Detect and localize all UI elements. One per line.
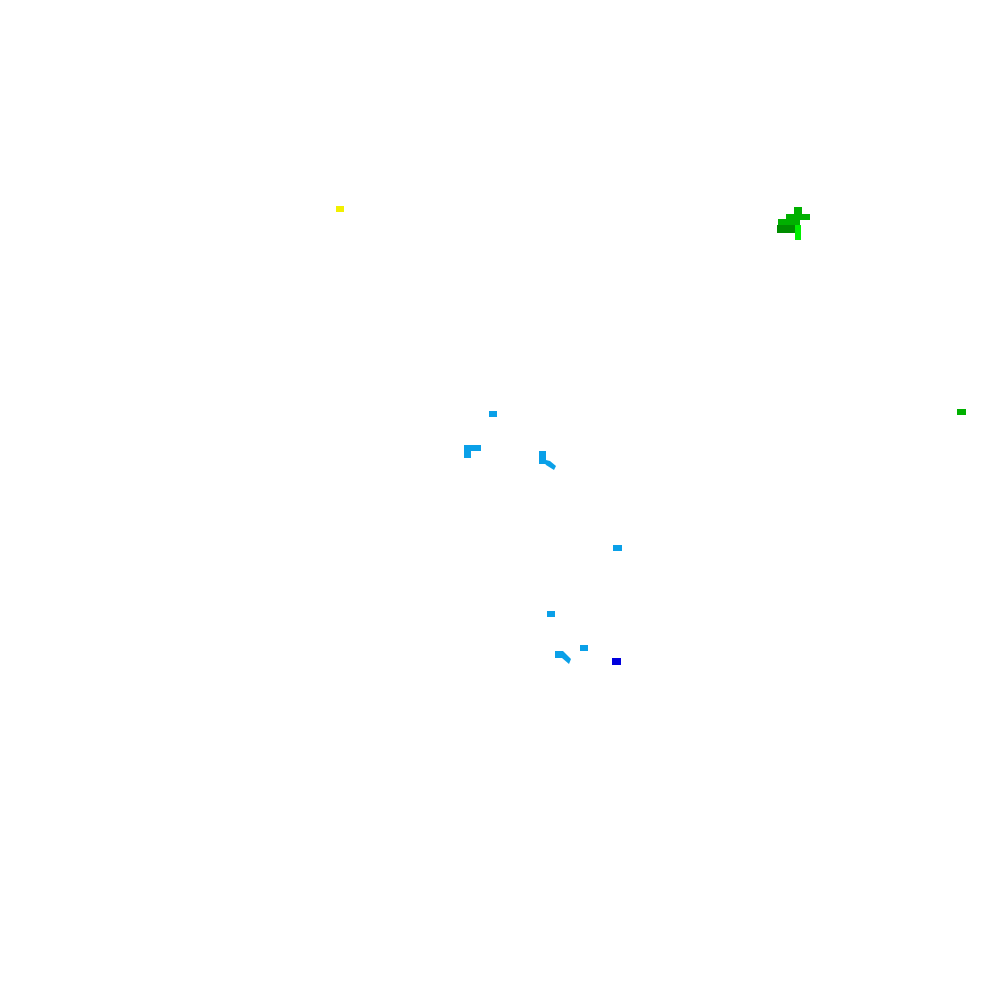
dark-blue-pixel <box>612 658 621 665</box>
blue-pixel <box>613 545 622 551</box>
blue-pixel <box>464 445 481 451</box>
yellow-pixel-group <box>336 206 344 212</box>
yellow-pixel <box>336 206 344 212</box>
dark-blue-pixel-group <box>612 658 621 665</box>
blue-pixel <box>464 450 471 458</box>
green-pixel-cluster <box>777 207 966 415</box>
green-pixel <box>786 214 810 220</box>
light-blue-pixel-group <box>464 411 622 664</box>
green-pixel <box>778 219 800 225</box>
green-pixel <box>795 225 801 240</box>
blue-pixel <box>547 611 555 617</box>
green-pixel <box>777 225 795 233</box>
blue-pixel <box>539 451 546 464</box>
blue-pixel <box>489 411 497 417</box>
blue-pixel <box>542 459 556 470</box>
green-pixel <box>957 409 966 415</box>
green-pixel <box>794 207 802 214</box>
blue-pixel <box>580 645 588 651</box>
blue-pixel <box>555 651 571 664</box>
